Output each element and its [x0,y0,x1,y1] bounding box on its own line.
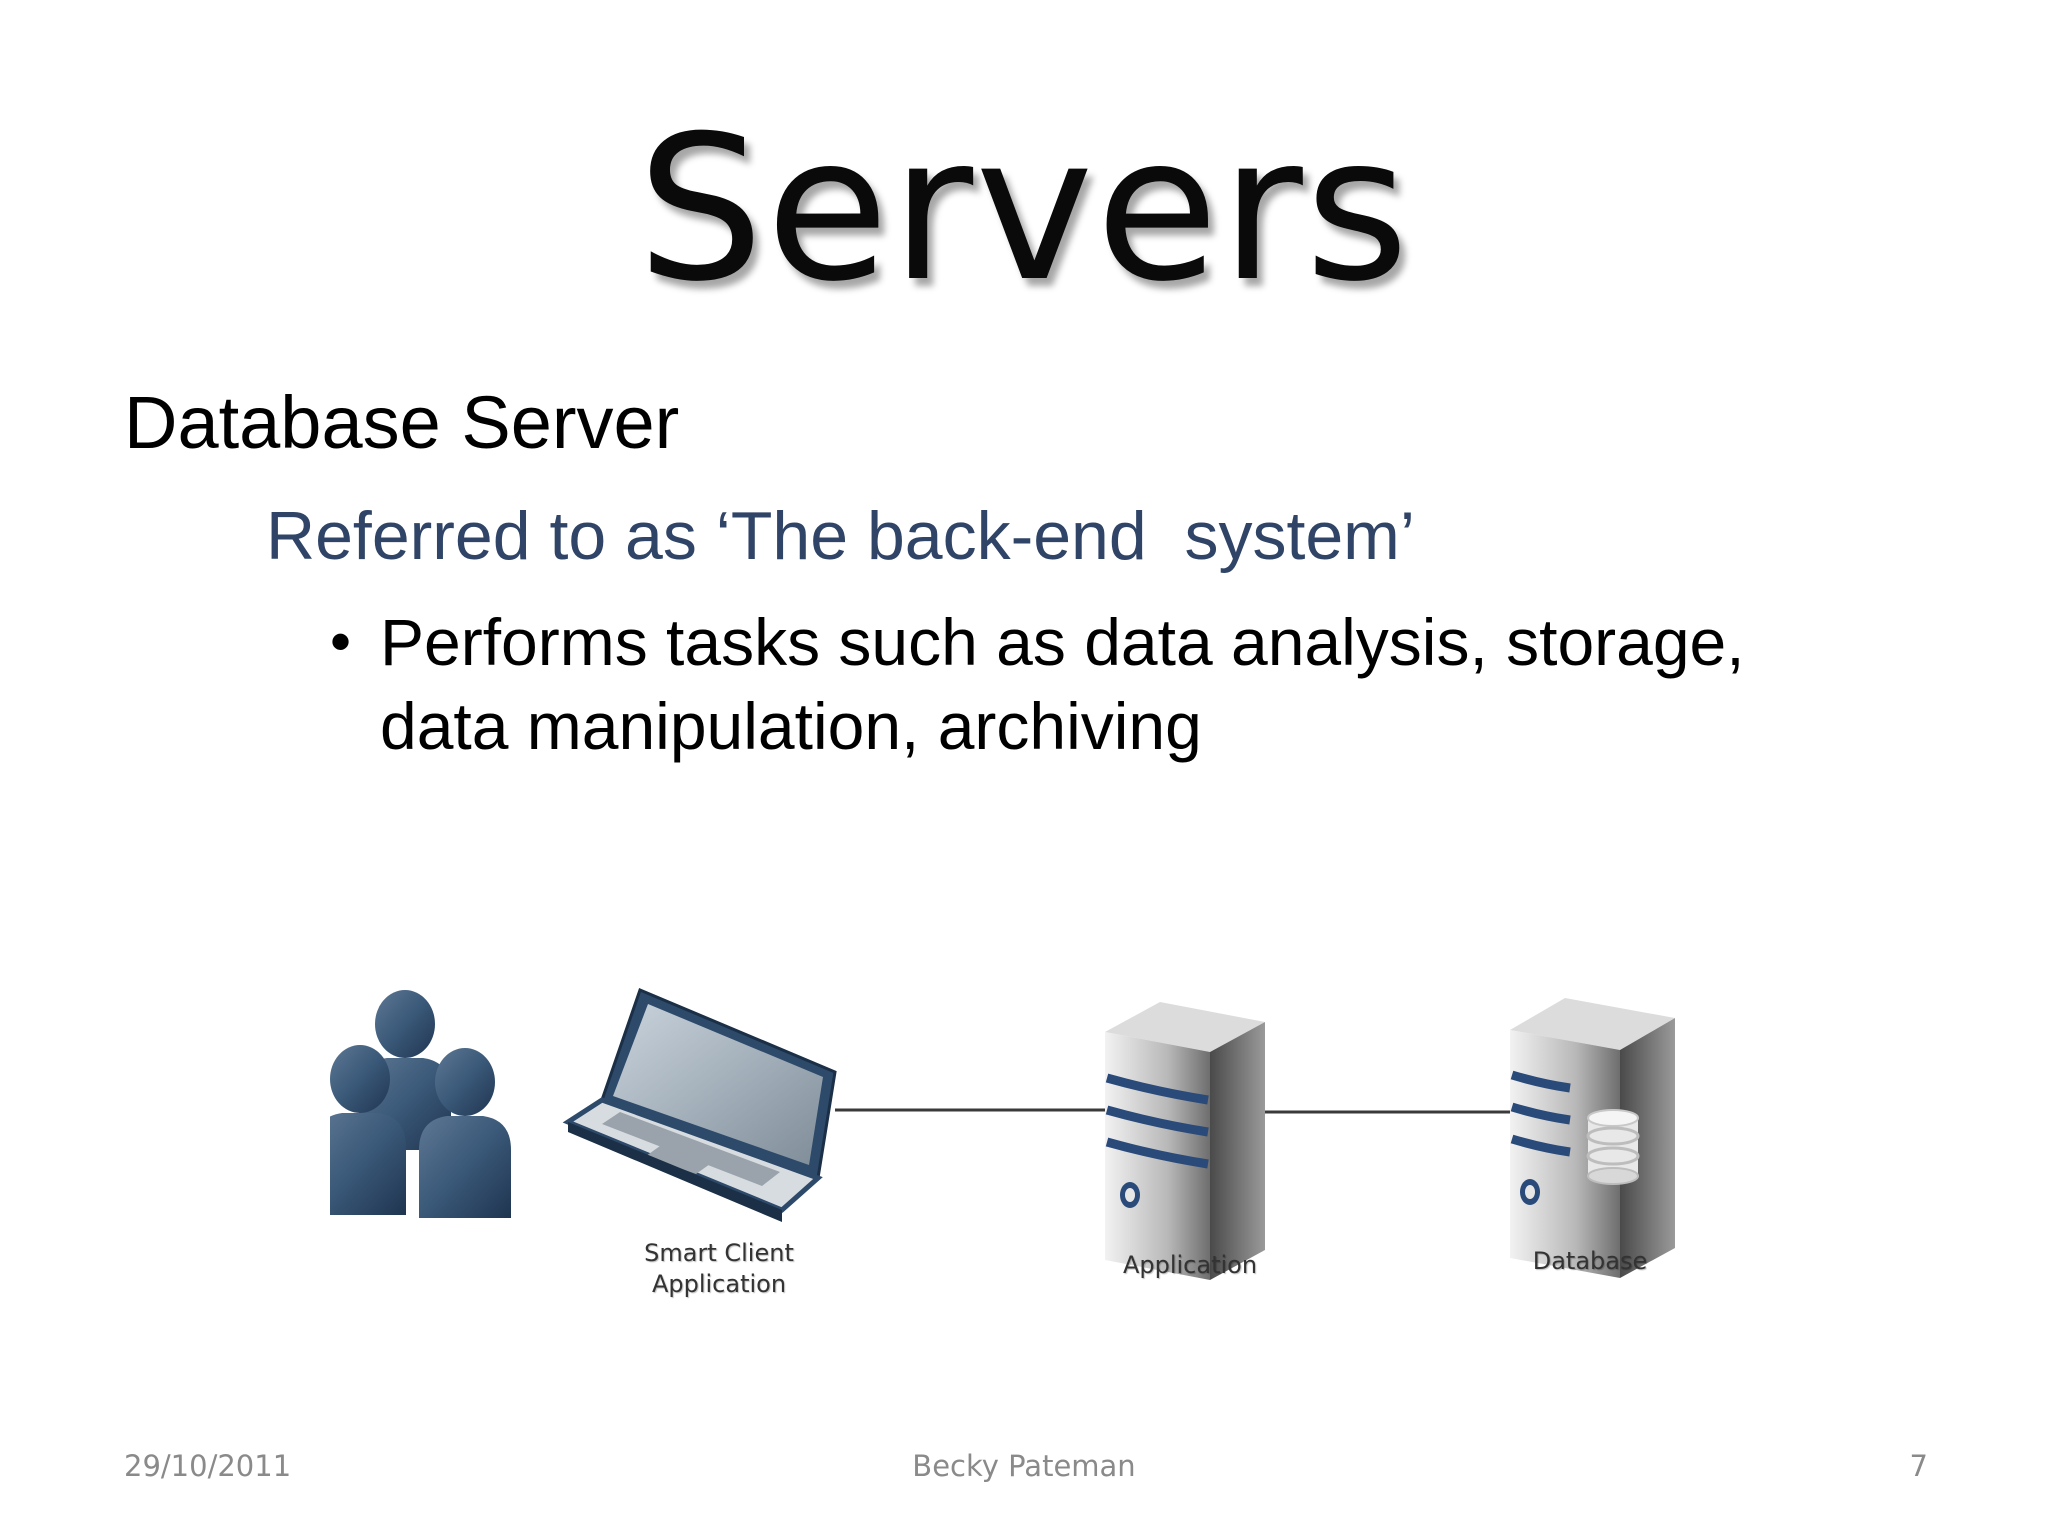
slide-title: Servers [636,93,1412,326]
bullet-dot-icon: • [330,608,352,675]
footer-author: Becky Pateman [912,1449,1136,1483]
sub-heading: Referred to as ‘The back-end system’ [266,498,1415,574]
users-group-icon [314,990,511,1218]
footer-page-number: 7 [1909,1449,1928,1483]
laptop-icon [562,987,837,1222]
server-tower-icon [1105,1002,1265,1280]
database-label: Database [1532,1247,1648,1275]
footer-date: 29/10/2011 [124,1449,292,1483]
section-heading: Database Server [124,381,680,464]
bullet-text: Performs tasks such as data analysis, st… [380,605,1745,763]
diagram-graphics [314,987,1675,1280]
database-cylinder-icon [1586,1109,1640,1185]
database-server-icon [1510,998,1675,1278]
architecture-diagram: Smart Client Application Application Dat… [314,960,1750,1340]
application-label: Application [1122,1251,1258,1279]
smart-client-label: Smart Client Application [644,1239,794,1298]
